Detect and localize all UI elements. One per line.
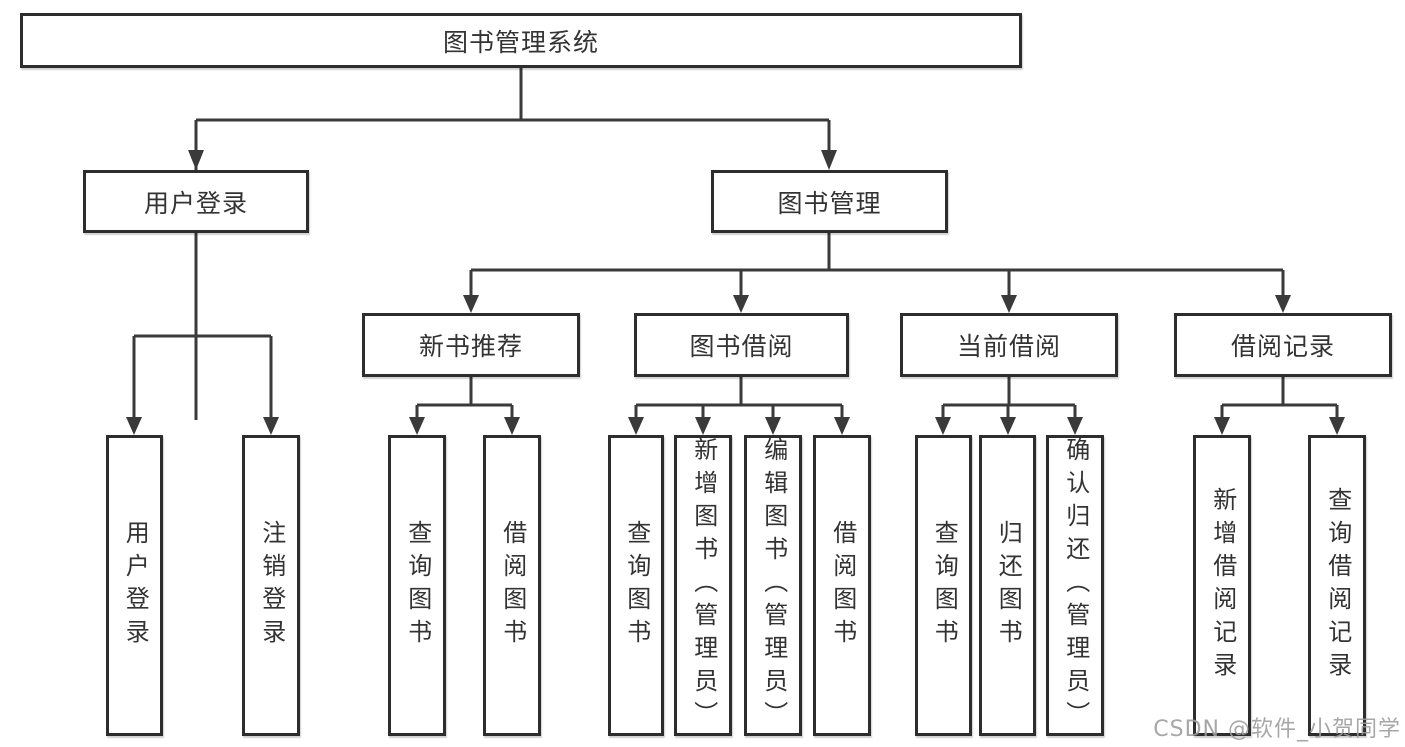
node-label: 借阅图书 — [828, 519, 857, 652]
connector-user-login-to-leaves — [126, 233, 279, 435]
node-leaf-borrow-books-recommend: 借阅图书 — [483, 435, 541, 736]
node-leaf-query-borrow-record: 查询借阅记录 — [1308, 435, 1366, 736]
connector-borrow-records-to-leaves — [1214, 377, 1345, 435]
node-book-borrow: 图书借阅 — [634, 313, 849, 377]
node-user-login: 用户登录 — [83, 170, 309, 233]
node-label: 确认归还（管理员） — [1061, 437, 1090, 734]
node-leaf-user-login: 用户登录 — [106, 435, 163, 736]
connector-root-to-level2 — [188, 68, 837, 420]
node-label: 编辑图书（管理员） — [759, 437, 788, 734]
connector-book-borrow-to-leaves — [628, 377, 850, 435]
node-label: 借阅图书 — [498, 519, 527, 652]
node-book-management: 图书管理 — [711, 170, 948, 233]
node-leaf-query-books-borrow: 查询图书 — [608, 435, 664, 736]
node-current-borrow: 当前借阅 — [900, 313, 1118, 377]
node-leaf-add-borrow-record: 新增借阅记录 — [1193, 435, 1251, 736]
node-leaf-borrow-books: 借阅图书 — [813, 435, 871, 736]
node-leaf-logout: 注销登录 — [242, 435, 300, 736]
node-borrow-records: 借阅记录 — [1174, 313, 1392, 377]
node-new-book-recommend: 新书推荐 — [362, 313, 580, 377]
node-label: 新增图书（管理员） — [689, 437, 718, 734]
node-leaf-query-books-recommend: 查询图书 — [388, 435, 446, 736]
node-leaf-edit-books-admin: 编辑图书（管理员） — [744, 435, 802, 736]
node-leaf-confirm-return-admin: 确认归还（管理员） — [1046, 435, 1104, 736]
node-label: 查询图书 — [930, 519, 959, 652]
node-leaf-query-books-current: 查询图书 — [915, 435, 972, 736]
node-label: 查询图书 — [403, 519, 432, 652]
connector-book-management-to-level3 — [463, 233, 1291, 313]
node-leaf-return-books: 归还图书 — [979, 435, 1036, 736]
connector-new-book-recommend-to-leaves — [409, 377, 520, 435]
node-label: 查询借阅记录 — [1323, 486, 1352, 685]
connector-current-borrow-to-leaves — [935, 377, 1083, 435]
csdn-watermark: CSDN @软件_小贺同学 — [1153, 717, 1401, 742]
node-root-library-system: 图书管理系统 — [20, 13, 1022, 68]
node-label: 用户登录 — [121, 519, 150, 652]
node-leaf-add-books-admin: 新增图书（管理员） — [674, 435, 732, 736]
node-label: 归还图书 — [994, 519, 1023, 652]
node-label: 新增借阅记录 — [1208, 486, 1237, 685]
node-label: 查询图书 — [622, 519, 651, 652]
node-label: 注销登录 — [257, 519, 286, 652]
